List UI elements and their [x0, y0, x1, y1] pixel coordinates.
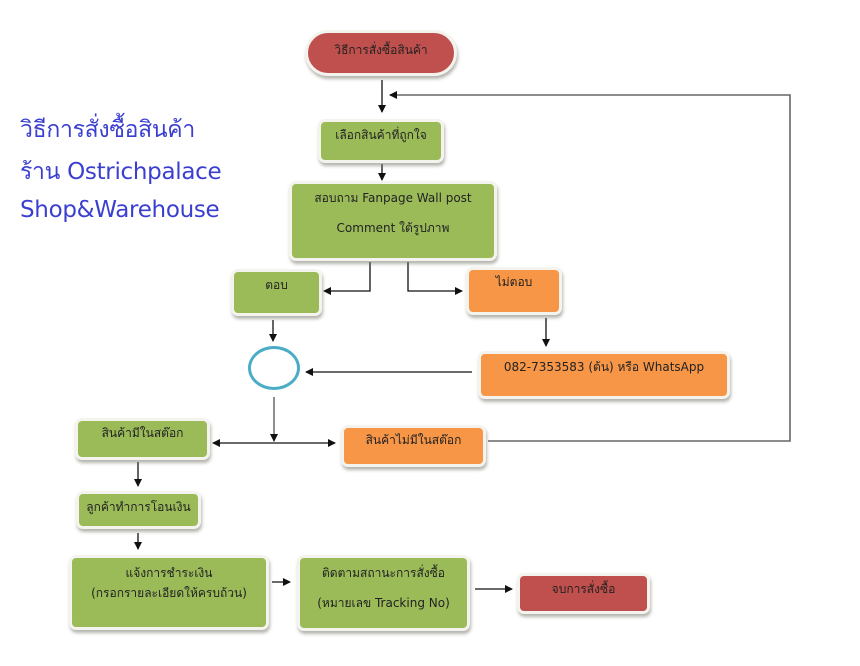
arrow-ask-to-answered: [323, 262, 371, 295]
track-order-node: ติดตามสถานะการสั่งซื้อ (หมายเลข Tracking…: [297, 555, 470, 631]
choose-product-label: เลือกสินค้าที่ถูกใจ: [335, 128, 427, 142]
page-title-line-3: Shop&Warehouse: [20, 197, 220, 223]
track-order-label-1: ติดตามสถานะการสั่งซื้อ: [322, 566, 445, 580]
page-title-line-1: วิธีการสั่งซื้อสินค้า: [20, 117, 196, 143]
in-stock-label: สินค้ามีในสต๊อก: [101, 426, 184, 440]
loop-back-line: [389, 91, 791, 442]
junction-circle: [248, 346, 300, 390]
customer-transfer-node: ลูกค้าทำการโอนเงิน: [76, 491, 201, 529]
ask-fanpage-label-1: สอบถาม Fanpage Wall post: [314, 191, 472, 205]
page-title-line-2: ร้าน Ostrichpalace: [20, 159, 222, 185]
out-of-stock-label: สินค้าไม่มีในสต๊อก: [365, 433, 462, 447]
start-node: วิธีการสั่งซื้อสินค้า: [305, 30, 457, 76]
notify-payment-label-1: แจ้งการชำระเงิน: [125, 566, 213, 580]
phone-contact-label: 082-7353583 (ต้น) หรือ WhatsApp: [503, 360, 705, 374]
choose-product-node: เลือกสินค้าที่ถูกใจ: [318, 119, 444, 163]
out-of-stock-node: สินค้าไม่มีในสต๊อก: [341, 425, 486, 467]
ask-fanpage-label-2: Comment ใต้รูปภาพ: [336, 221, 450, 236]
answered-node: ตอบ: [231, 269, 322, 316]
end-node-label: จบการสั่งซื้อ: [551, 582, 616, 596]
start-node-label: วิธีการสั่งซื้อสินค้า: [334, 43, 428, 57]
arrow-ask-to-not-answered: [407, 262, 463, 295]
track-order-label-2: (หมายเลข Tracking No): [317, 596, 450, 611]
not-answered-node: ไม่ตอบ: [466, 267, 562, 315]
phone-contact-node: 082-7353583 (ต้น) หรือ WhatsApp: [478, 351, 730, 399]
notify-payment-label-2: (กรอกรายละเอียดให้ครบถ้วน): [91, 586, 247, 601]
customer-transfer-label: ลูกค้าทำการโอนเงิน: [86, 500, 191, 514]
answered-label: ตอบ: [265, 278, 288, 292]
end-node: จบการสั่งซื้อ: [517, 573, 650, 614]
not-answered-label: ไม่ตอบ: [495, 275, 533, 289]
in-stock-node: สินค้ามีในสต๊อก: [75, 418, 210, 460]
notify-payment-node: แจ้งการชำระเงิน (กรอกรายละเอียดให้ครบถ้ว…: [69, 555, 269, 630]
ask-fanpage-node: สอบถาม Fanpage Wall post Comment ใต้รูปภ…: [289, 181, 497, 261]
